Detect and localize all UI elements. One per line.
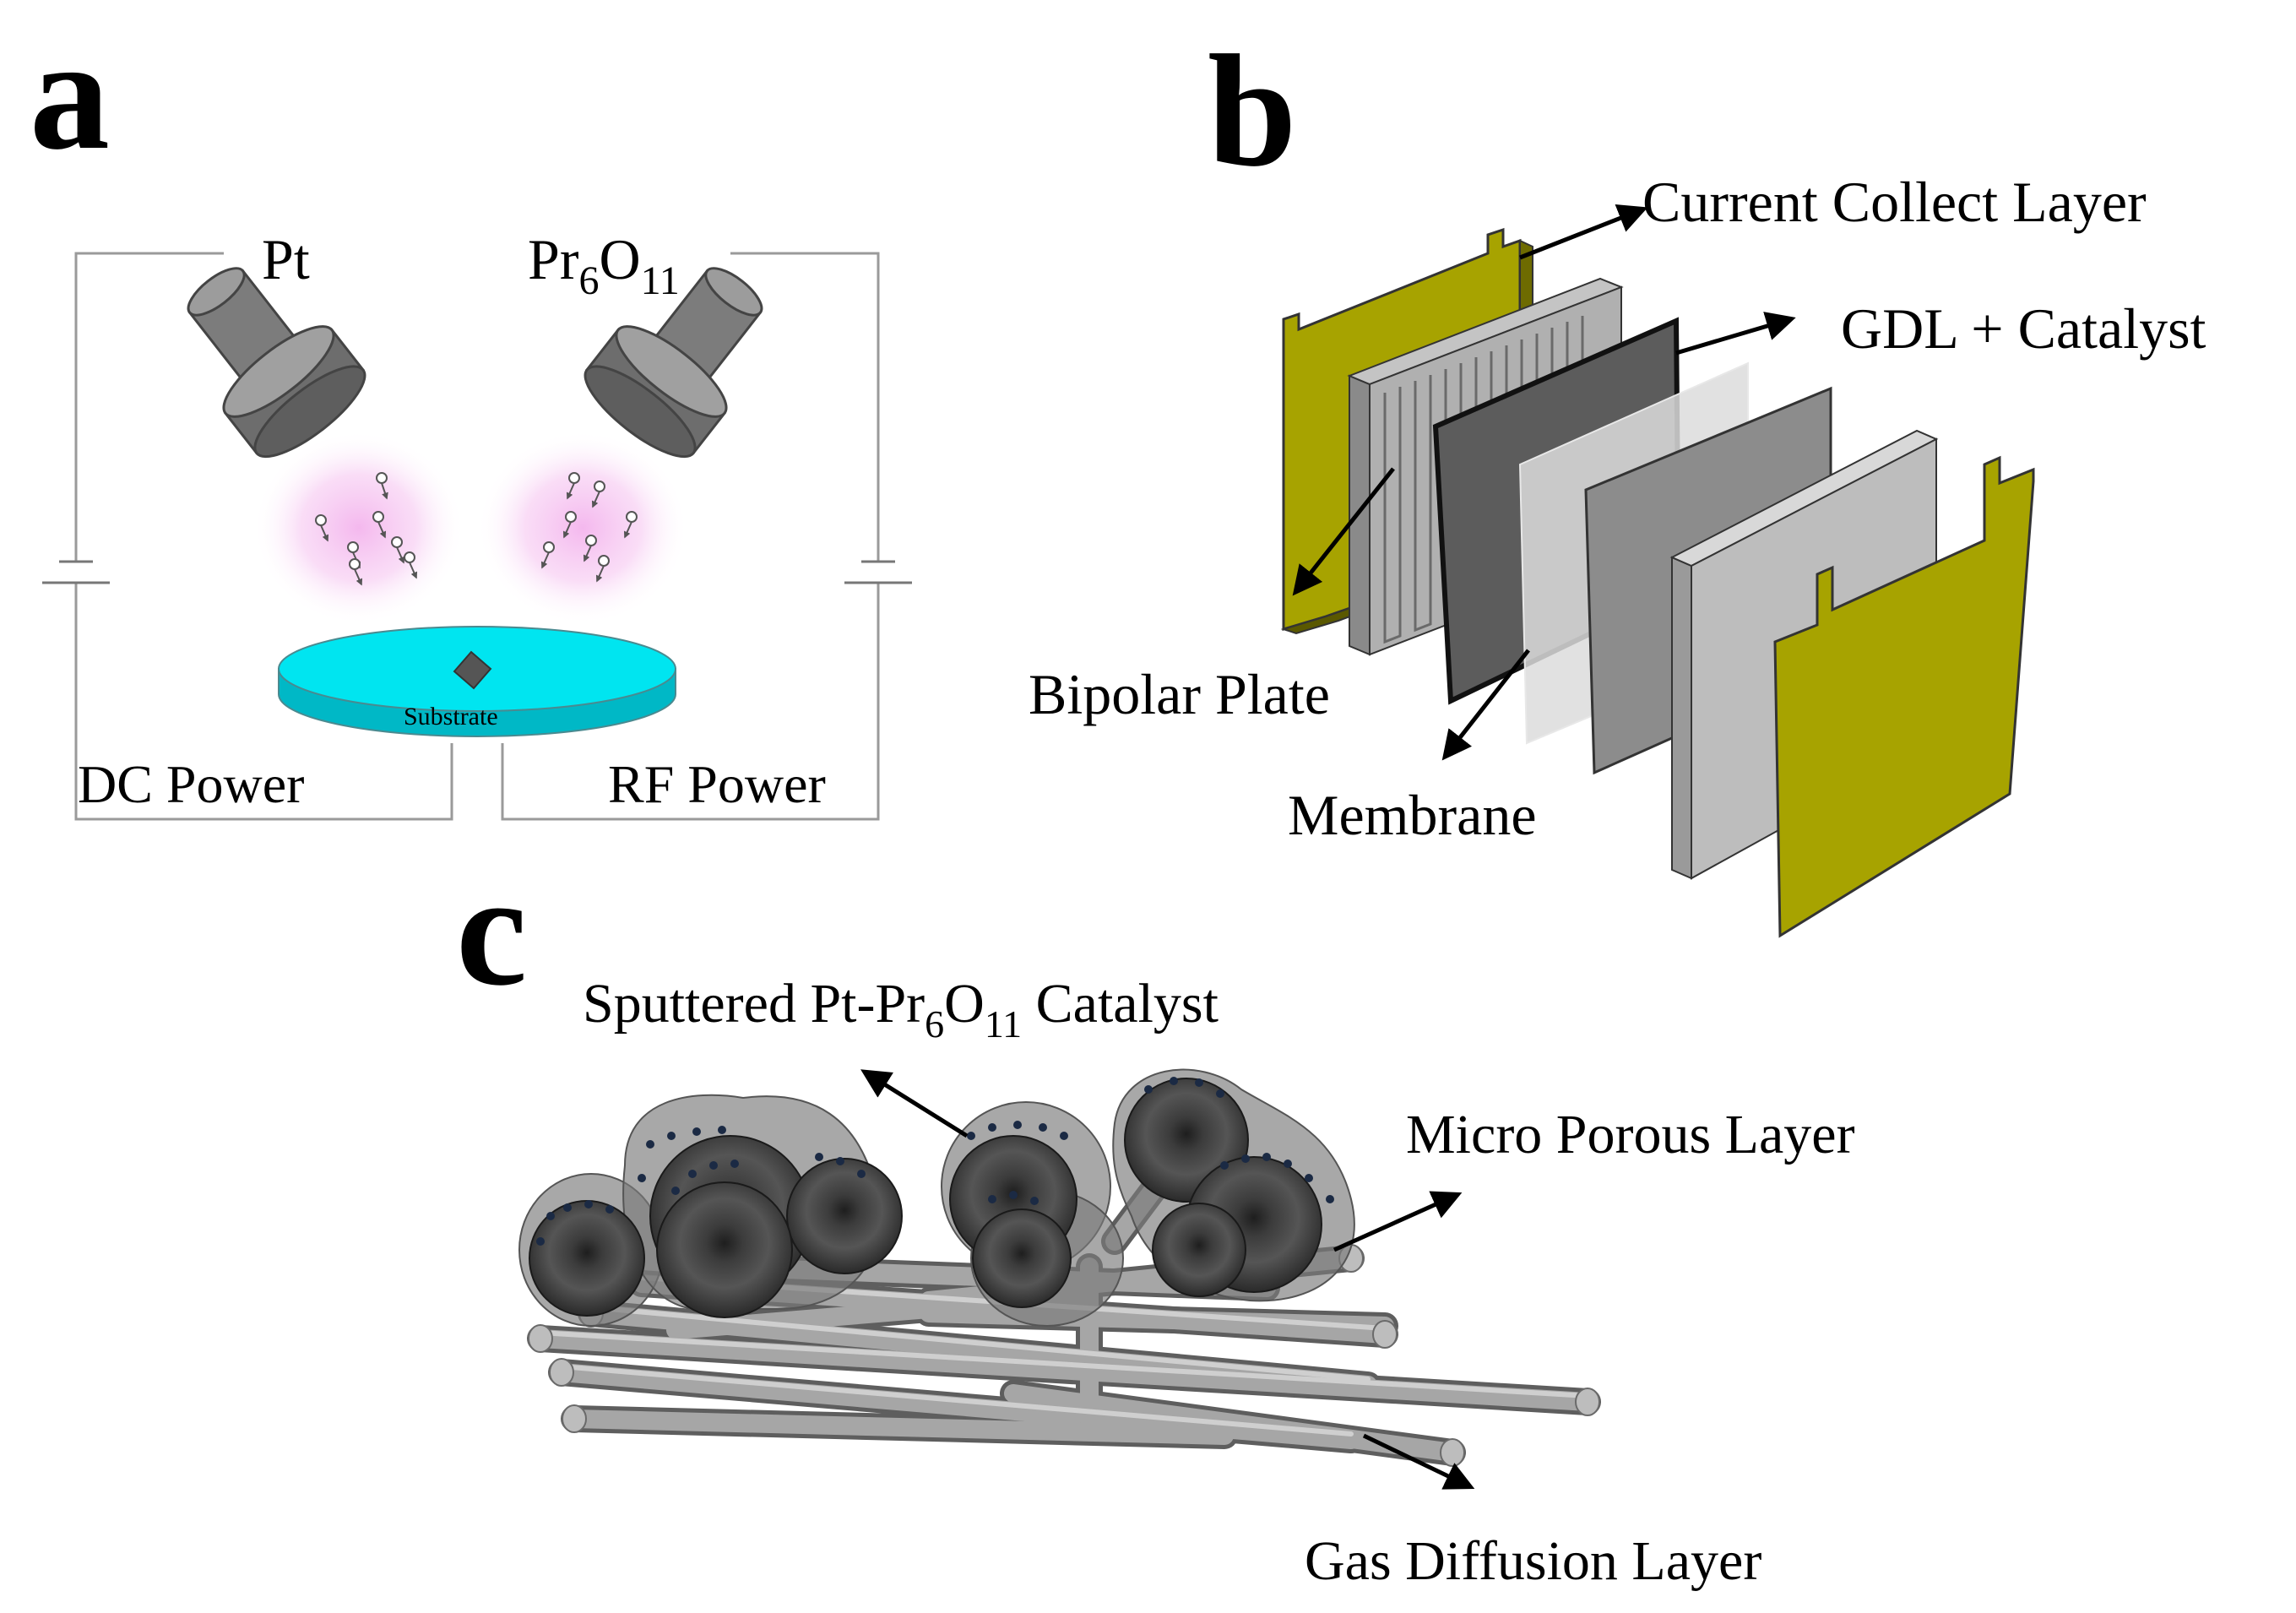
target-pr6o11-label: Pr6O11 (528, 227, 680, 303)
panel-c: c (456, 842, 1855, 1592)
substrate-disk (278, 626, 676, 737)
rf-power-label: RF Power (608, 754, 826, 814)
panel-a-letter: a (30, 6, 110, 183)
membrane-label: Membrane (1288, 783, 1537, 847)
current-collect-label: Current Collect Layer (1642, 170, 2147, 234)
panel-b: b (1029, 23, 2206, 938)
panel-c-letter: c (456, 842, 527, 1019)
arrow-gdl-catalyst (1675, 312, 1796, 356)
arrow-bipolar-plate (1292, 467, 1395, 596)
panel-a: a (30, 6, 912, 821)
dc-battery-symbol (42, 560, 110, 584)
rf-battery-symbol (844, 560, 912, 584)
gas-diffusion-label: Gas Diffusion Layer (1305, 1530, 1761, 1592)
arrow-gas-diffusion (1362, 1433, 1475, 1490)
pr6o11-sputter-gun (583, 267, 763, 459)
substrate-label: Substrate (404, 703, 498, 730)
arrow-membrane (1441, 649, 1530, 761)
arrow-current-collect (1519, 204, 1648, 260)
pr6o11-plasma-cloud (477, 431, 688, 625)
circuit-wires (74, 252, 880, 821)
sputtered-catalyst-label: Sputtered Pt-Pr6O11 Catalyst (583, 973, 1219, 1045)
micro-porous-label: Micro Porous Layer (1406, 1104, 1855, 1165)
pt-plasma-cloud (253, 431, 464, 625)
panel-b-letter: b (1208, 23, 1297, 200)
arrow-micro-porous (1333, 1191, 1463, 1252)
pt-sputter-gun (187, 267, 366, 459)
sputtered-particles (315, 472, 638, 586)
micro-porous-spheres (518, 1068, 1355, 1327)
bipolar-plate-label: Bipolar Plate (1029, 662, 1330, 726)
target-pt-label: Pt (262, 227, 310, 291)
current-collector-right (1773, 455, 2035, 938)
arrow-catalyst (860, 1069, 969, 1138)
gdl-catalyst-label: GDL + Catalyst (1841, 296, 2206, 361)
dc-power-label: DC Power (78, 754, 304, 814)
